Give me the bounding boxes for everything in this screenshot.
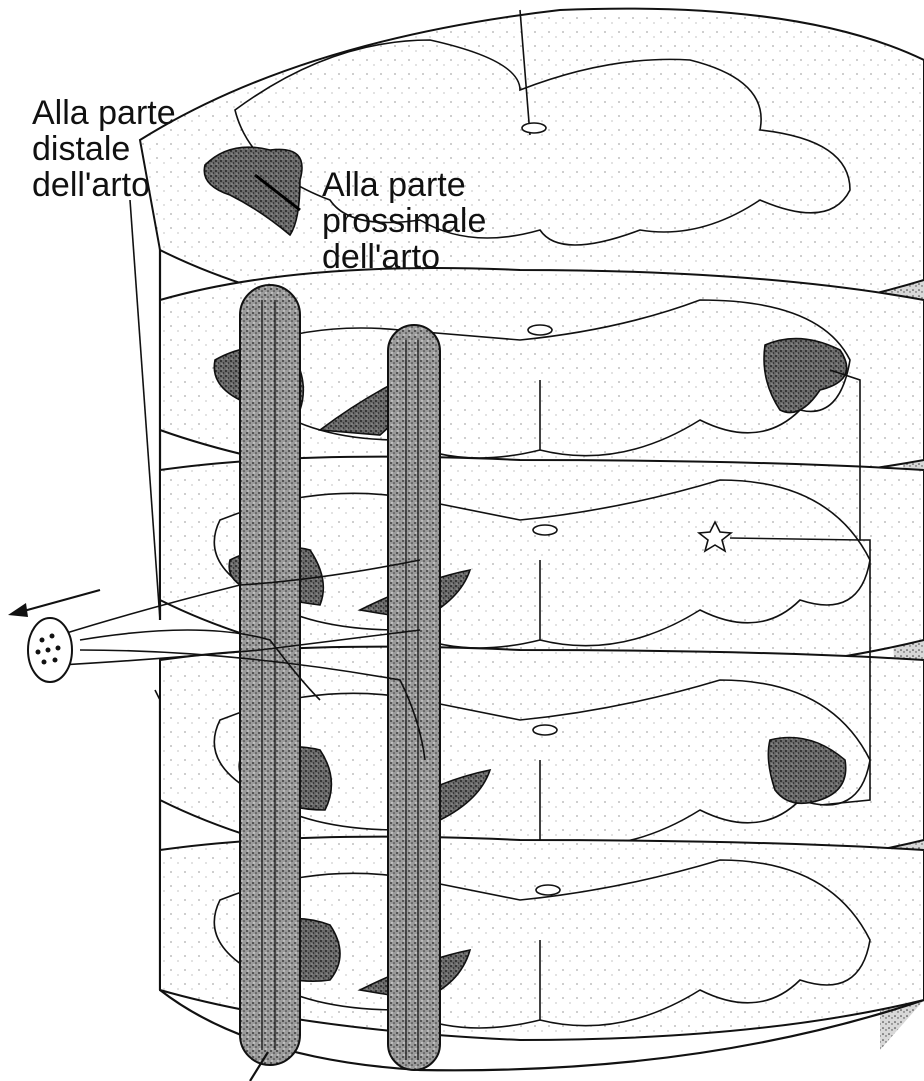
label-proximal-line-2: prossimale bbox=[322, 202, 486, 240]
tract-left bbox=[240, 285, 300, 1065]
arrow-left-icon bbox=[8, 590, 100, 617]
label-distal-leader bbox=[130, 200, 160, 620]
label-proximal-line-3: dell'arto bbox=[322, 238, 440, 276]
label-proximal-line-1: Alla parte bbox=[322, 166, 466, 204]
tract-right bbox=[388, 325, 440, 1070]
label-distal-line-2: distale bbox=[32, 130, 130, 168]
label-distal-line-1: Alla parte bbox=[32, 94, 176, 132]
label-distal-line-3: dell'arto bbox=[32, 166, 150, 204]
